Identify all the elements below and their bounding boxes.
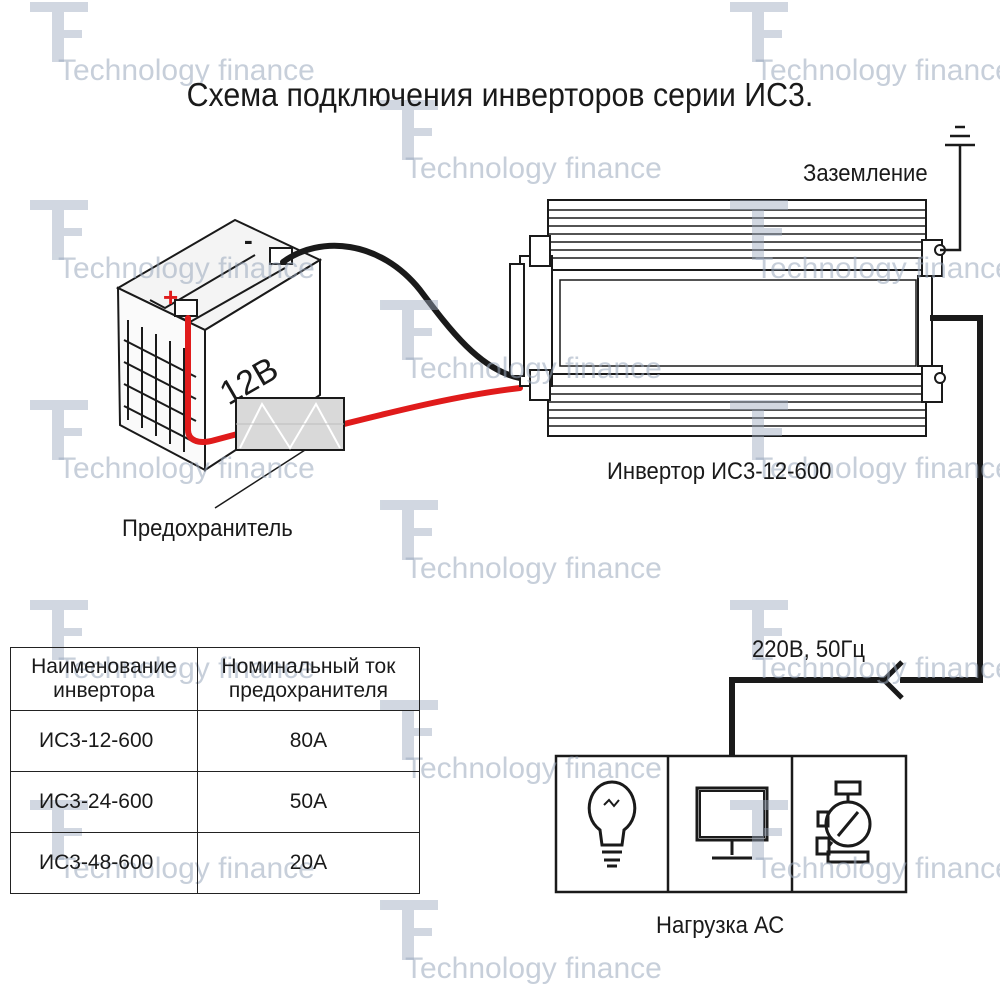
watermark-text: Technology finance: [405, 752, 662, 785]
watermark-text: Technology finance: [755, 452, 1000, 485]
battery-minus-label: -: [244, 225, 253, 255]
battery: [115, 218, 323, 472]
inverter-model-cell: ИС3-48-600: [10, 832, 198, 894]
watermark-text: Technology finance: [755, 252, 1000, 285]
ground: [940, 125, 975, 252]
positive-wire: [185, 315, 523, 445]
ac-output-wire: [729, 315, 983, 756]
watermark-text: Technology finance: [58, 54, 315, 87]
watermark-text: Technology finance: [405, 152, 662, 185]
fuse-pointer-line: [214, 449, 306, 509]
fuse-rating-table: Наименование инвертора Номинальный ток п…: [10, 647, 421, 894]
load-label: Нагрузка АС: [656, 912, 785, 939]
table-header-row: Наименование инвертора Номинальный ток п…: [10, 647, 421, 711]
column-header-fuse-current: Номинальный ток предохранителя: [196, 647, 421, 711]
watermark-text: Technology finance: [755, 852, 1000, 885]
table-row: ИС3-24-600 50А: [10, 771, 421, 833]
watermark-text: Technology finance: [755, 54, 1000, 87]
ground-label: Заземление: [803, 160, 928, 187]
fuse-current-cell: 20А: [196, 832, 421, 894]
watermark-text: Technology finance: [405, 352, 662, 385]
watermark-text: Technology finance: [58, 452, 315, 485]
ac-output-label: 220В, 50Гц: [752, 636, 866, 663]
fuse-current-cell: 80А: [196, 710, 421, 772]
inverter-label: Инвертор ИС3-12-600: [607, 458, 832, 485]
watermark-text: Technology finance: [755, 652, 1000, 685]
diagram-title: Схема подключения инверторов серии ИС3.: [186, 76, 814, 113]
column-header-inverter: Наименование инвертора: [10, 647, 198, 711]
table-row: ИС3-12-600 80А: [10, 710, 421, 772]
fuse-label: Предохранитель: [122, 515, 293, 542]
table-row: ИС3-48-600 20А: [10, 832, 421, 894]
monitor-icon: [695, 786, 769, 860]
watermark-text: Technology finance: [405, 952, 662, 985]
inverter-model-cell: ИС3-24-600: [10, 771, 198, 833]
inverter: [509, 199, 946, 437]
watermark-text: Technology finance: [405, 552, 662, 585]
battery-plus-label: +: [163, 282, 178, 312]
inverter-model-cell: ИС3-12-600: [10, 710, 198, 772]
lightbulb-icon: [587, 780, 637, 868]
watermark-text: Technology finance: [58, 252, 315, 285]
fuse: [235, 397, 345, 451]
fuse-current-cell: 50А: [196, 771, 421, 833]
pump-icon: [815, 780, 872, 864]
negative-wire: [280, 242, 523, 381]
